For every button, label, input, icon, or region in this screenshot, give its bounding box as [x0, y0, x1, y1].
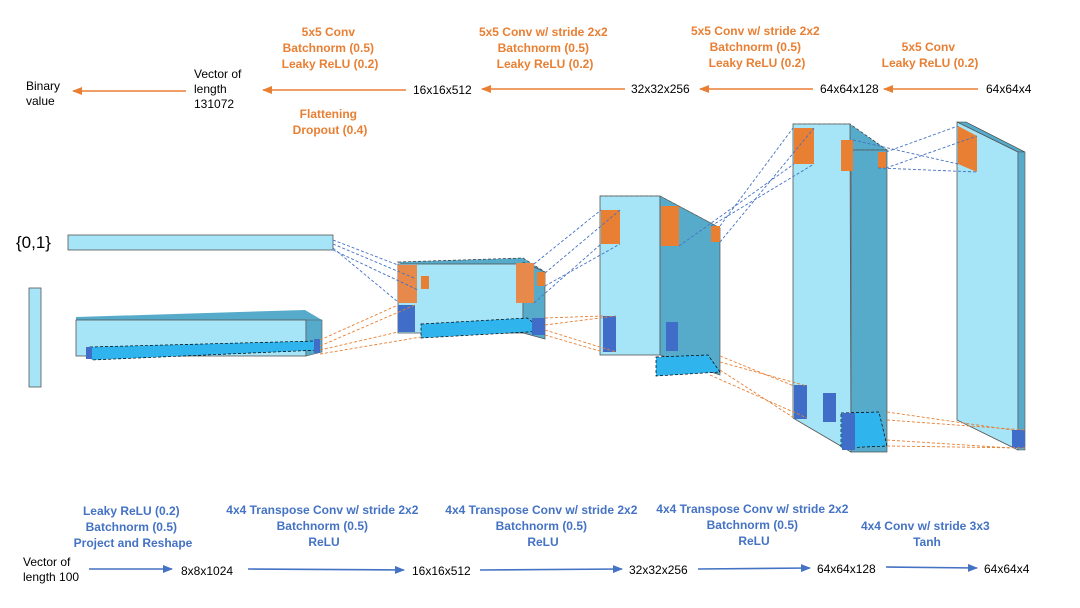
- volume-32x32x256: [599, 195, 721, 377]
- vol4-gen-kernel-mid: [823, 393, 836, 422]
- vol4-side-face: [850, 149, 888, 453]
- vol4-gen-kernel-left: [794, 385, 807, 419]
- vol3-disc-kernel-right: [661, 206, 679, 246]
- set-label: {0,1}: [16, 233, 51, 252]
- volume-64x64x128: [792, 123, 889, 453]
- gen-shape-8x8x1024: 8x8x1024: [181, 564, 233, 578]
- vol3-gen-kernel-left: [603, 316, 616, 352]
- gen-op-4: 4x4 Transpose Conv w/ stride 2x2 Batchno…: [656, 502, 851, 548]
- vol2-disc-kernel-right-back: [537, 272, 545, 286]
- binary-value-label: Binary value: [26, 79, 63, 108]
- gen-shape-64x64x4: 64x64x4: [984, 562, 1030, 576]
- disc-flatten-op: Flattening Dropout (0.4): [293, 107, 368, 137]
- volume-16x16x512: [396, 257, 547, 340]
- discriminator-labels: Binary value Vector of length 131072 16x…: [26, 24, 1032, 137]
- discriminator-receptive-lines: [332, 125, 978, 304]
- generator-labels: Leaky ReLU (0.2) Batchnorm (0.5) Project…: [23, 502, 1030, 584]
- gen-input-label: Vector of length 100: [23, 555, 79, 584]
- disc-shape-32x32x256: 32x32x256: [631, 82, 690, 96]
- vol1-gen-kernel-left: [86, 347, 92, 359]
- vol3-gen-kernel-right: [666, 322, 678, 351]
- vol5-gen-kernel: [1012, 430, 1025, 448]
- disc-flat-vector: [67, 234, 334, 251]
- vol2-disc-kernel-right: [516, 263, 534, 303]
- vol2-disc-kernel-left: [398, 265, 417, 303]
- disc-op-3: 5x5 Conv w/ stride 2x2 Batchnorm (0.5) L…: [691, 24, 823, 70]
- gen-op-1: Leaky ReLU (0.2) Batchnorm (0.5) Project…: [74, 504, 193, 550]
- gen-shape-32x32x256: 32x32x256: [629, 563, 688, 577]
- gen-op-5: 4x4 Conv w/ stride 3x3 Tanh: [861, 519, 993, 549]
- vol3-disc-kernel-back: [711, 226, 720, 242]
- flat-vector-label: Vector of length 131072: [194, 67, 245, 111]
- vol4-disc-kernel-left: [794, 128, 814, 164]
- gen-op-3: 4x4 Transpose Conv w/ stride 2x2 Batchno…: [445, 503, 640, 549]
- vol5-side-face: [1017, 151, 1026, 451]
- disc-shape-16x16x512: 16x16x512: [413, 83, 472, 97]
- volume-8x8x1024: [75, 310, 323, 361]
- generator-receptive-lines: [319, 304, 1026, 449]
- vol1-gen-kernel-right: [314, 339, 320, 353]
- vol3-inner-slice: [655, 354, 721, 377]
- vol2-inner-slice: [420, 317, 547, 339]
- vol4-gen-kernel-right: [842, 413, 855, 450]
- gen-arrow-2: [247, 565, 405, 574]
- gen-input-vector: [28, 287, 42, 388]
- gen-op-2: 4x4 Transpose Conv w/ stride 2x2 Batchno…: [226, 503, 421, 549]
- gen-shape-64x64x128: 64x64x128: [817, 562, 876, 576]
- vol4-disc-kernel-back: [878, 152, 886, 168]
- disc-op-1: 5x5 Conv Batchnorm (0.5) Leaky ReLU (0.2…: [282, 25, 379, 71]
- volume-64x64x4: [956, 121, 1026, 451]
- gen-arrow-5: [885, 563, 978, 572]
- generator-arrows: [89, 563, 978, 574]
- disc-shape-64x64x128: 64x64x128: [820, 82, 879, 96]
- gen-arrow-4: [697, 564, 811, 573]
- vol2-gen-kernel-left: [398, 305, 415, 332]
- disc-shape-64x64x4: 64x64x4: [986, 82, 1032, 96]
- vol5-front-face: [956, 121, 1019, 451]
- vol4-disc-kernel-right: [841, 140, 853, 171]
- vol2-gen-kernel-right: [532, 318, 545, 335]
- vol2-disc-kernel-left-back: [421, 276, 429, 289]
- gen-arrow-3: [479, 565, 623, 574]
- gen-shape-16x16x512: 16x16x512: [412, 564, 471, 578]
- vol1-top-face: [76, 310, 322, 321]
- vol3-disc-kernel-left: [601, 210, 620, 244]
- disc-op-2: 5x5 Conv w/ stride 2x2 Batchnorm (0.5) L…: [479, 25, 611, 71]
- disc-op-4: 5x5 Conv Leaky ReLU (0.2): [882, 40, 979, 70]
- discriminator-arrows: [72, 85, 978, 95]
